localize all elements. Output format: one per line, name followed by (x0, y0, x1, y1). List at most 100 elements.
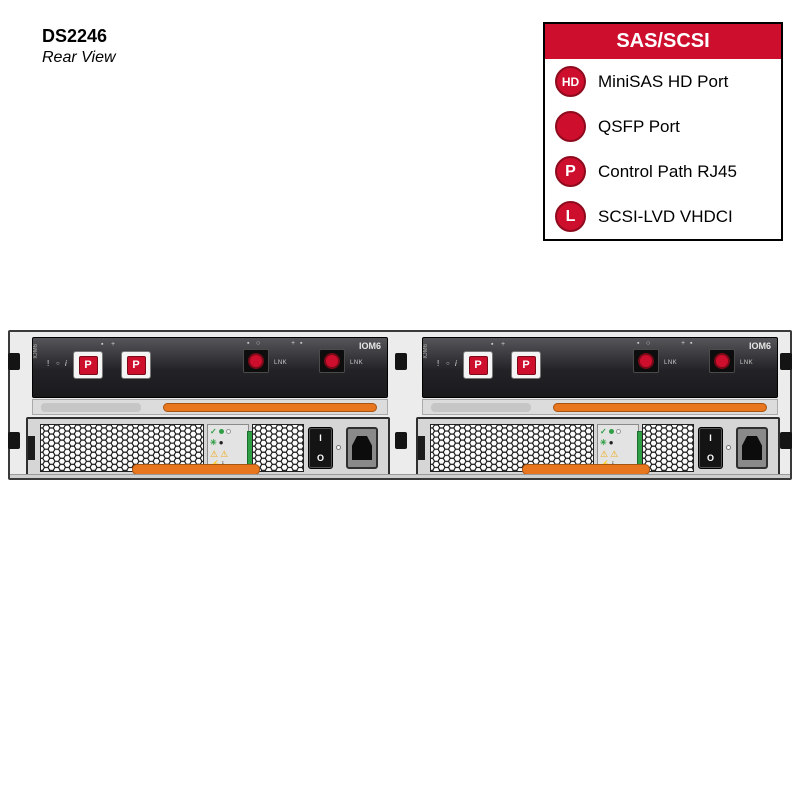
alert-icon: ! (47, 359, 50, 368)
iom-handle-strip (422, 399, 778, 415)
dot-icon: ● (608, 437, 614, 447)
control-port-label: P (516, 355, 536, 375)
minisas-hd-port-1 (243, 349, 269, 373)
fan-icon: ✳ (210, 437, 217, 447)
mount-tab (8, 353, 20, 370)
ring-marker-icon: ○ (256, 340, 261, 347)
fan-grille (642, 424, 694, 472)
legend-item-qsfp: QSFP Port (545, 104, 781, 149)
iom6-module-a: IOM6 ! ○ i P P ▪ + ▪ ○ + ▪ LNK (32, 337, 388, 398)
mount-tab (395, 432, 407, 449)
power-switch: I O (308, 427, 333, 469)
warning-icon: ⚠ (610, 448, 619, 459)
legend-item-label: SCSI-LVD VHDCI (598, 206, 733, 226)
scsi-lvd-vhdci-icon: L (555, 201, 586, 232)
lnk-label: LNK (664, 360, 678, 366)
minisas-hd-port-2 (319, 349, 345, 373)
ok-check-icon: ✓ (210, 426, 217, 436)
status-led-off (225, 429, 231, 434)
status-row: ⚠ ⚠ (210, 448, 246, 459)
ok-check-icon: ✓ (600, 426, 607, 436)
mount-tab (780, 353, 792, 370)
status-row: ✳ ● (600, 437, 636, 448)
mount-tab (395, 353, 407, 370)
plus-marker-icon: + (681, 340, 686, 347)
control-path-port-1: P (463, 351, 493, 379)
legend-item-label: MiniSAS HD Port (598, 71, 729, 91)
power-inlet (736, 427, 768, 469)
legend-item-label: Control Path RJ45 (598, 161, 737, 181)
iom6-module-b: IOM6 ! ○ i P P ▪ + ▪ ○ + ▪ LNK (422, 337, 778, 398)
control-port-label: P (78, 355, 98, 375)
iom-model-label: IOM6 (358, 341, 381, 351)
legend-item-label: QSFP Port (598, 116, 680, 136)
minisas-hd-port-2 (709, 349, 735, 373)
legend-item-control-rj45: P Control Path RJ45 (545, 149, 781, 194)
controller-bay-a: IOM6 ! ○ i P P ▪ + ▪ ○ + ▪ LNK (12, 332, 400, 478)
lnk-label: LNK (740, 360, 754, 366)
screw-dot (726, 445, 731, 450)
legend-item-scsi-lvd: L SCSI-LVD VHDCI (545, 194, 781, 239)
controller-bay-b: IOM6 ! ○ i P P ▪ + ▪ ○ + ▪ LNK (402, 332, 790, 478)
legend-box: SAS/SCSI HD MiniSAS HD Port QSFP Port P … (543, 22, 783, 241)
plus-marker-icon: + (291, 340, 296, 347)
ring-marker-icon: ○ (646, 340, 651, 347)
legend-title: SAS/SCSI (545, 24, 781, 59)
dot-icon: ● (218, 437, 224, 447)
control-path-port-1: P (73, 351, 103, 379)
page-subtitle: Rear View (42, 49, 116, 66)
handle-recess (431, 403, 531, 412)
square-marker-icon: ▪ (101, 341, 104, 348)
status-led-green (608, 429, 614, 434)
iom-handle-strip (32, 399, 388, 415)
square-marker-icon: ▪ (637, 340, 640, 347)
square-marker-icon: ▪ (247, 340, 250, 347)
square-marker-icon: ▪ (690, 340, 693, 347)
status-row: ✳ ● (210, 437, 246, 448)
fan-icon: ✳ (600, 437, 607, 447)
fan-grille (252, 424, 304, 472)
iom-rotated-label: IOM6 (423, 344, 429, 359)
alert-icon: ! (437, 359, 440, 368)
status-row: ✓ (210, 426, 246, 437)
square-marker-icon: ▪ (491, 341, 494, 348)
minisas-hd-port-1 (633, 349, 659, 373)
switch-on-label: I (709, 433, 712, 443)
minisas-hd-port-icon: HD (555, 66, 586, 97)
iom-rotated-label: IOM6 (33, 344, 39, 359)
lnk-label: LNK (350, 360, 364, 366)
status-led-green (218, 429, 224, 434)
status-row: ⚠ ⚠ (600, 448, 636, 459)
control-port-label: P (468, 355, 488, 375)
qsfp-circle-icon (638, 353, 654, 369)
status-row: ✓ (600, 426, 636, 437)
power-supply-a: ✓ ✳ ● ⚠ ⚠ ⚡ i (26, 417, 390, 476)
iom-pull-handle (163, 403, 377, 412)
control-path-rj45-icon: P (555, 156, 586, 187)
switch-on-label: I (319, 433, 322, 443)
control-path-port-2: P (511, 351, 541, 379)
warning-icon: ⚠ (210, 448, 219, 459)
psu-latch (28, 436, 35, 460)
page-title: DS2246 (42, 26, 108, 46)
legend-item-minisas-hd: HD MiniSAS HD Port (545, 59, 781, 104)
qsfp-circle-icon (714, 353, 730, 369)
indicator-ring-icon: ○ (56, 361, 60, 367)
chassis-base (10, 474, 790, 478)
plus-marker-icon: + (501, 341, 506, 348)
warning-icon: ⚠ (600, 448, 609, 459)
info-icon: i (455, 359, 457, 368)
power-inlet (346, 427, 378, 469)
fan-grille (430, 424, 594, 472)
control-port-label: P (126, 355, 146, 375)
iom-pull-handle (553, 403, 767, 412)
power-switch: I O (698, 427, 723, 469)
switch-off-label: O (706, 453, 714, 463)
psu-latch (418, 436, 425, 460)
indicator-ring-icon: ○ (446, 361, 450, 367)
title-block: DS2246 Rear View (42, 26, 116, 67)
info-icon: i (65, 359, 67, 368)
warning-icon: ⚠ (220, 448, 229, 459)
mount-tab (8, 432, 20, 449)
